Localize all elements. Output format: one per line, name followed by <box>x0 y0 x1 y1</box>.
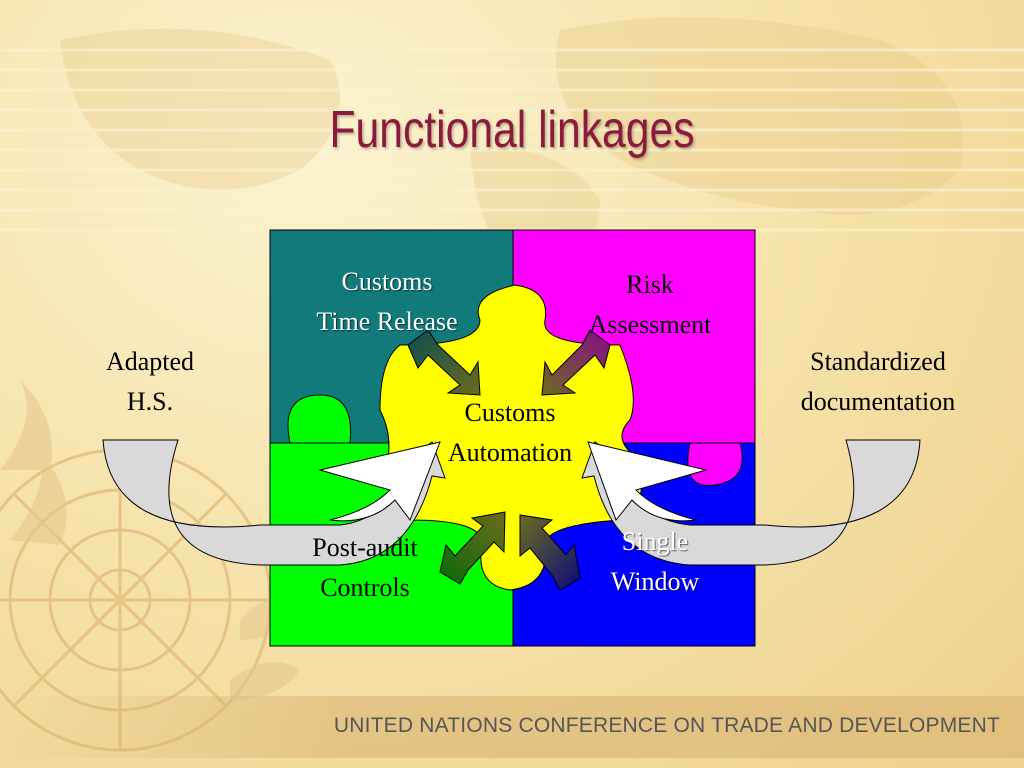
label-risk-assessment: Risk Assessment <box>560 265 740 345</box>
footer-unctad: UNITED NATIONS CONFERENCE ON TRADE AND D… <box>333 714 1000 737</box>
label-risk-assessment-text: Risk Assessment <box>588 270 712 339</box>
standardized-documentation-curved-arrow <box>581 439 921 566</box>
label-customs-automation-text: Customs Automation <box>447 398 573 467</box>
label-standardized-documentation: Standardized documentation <box>768 342 988 422</box>
adapted-hs-arrowhead <box>318 441 441 522</box>
arrow-risk-automation <box>541 329 611 396</box>
arrow-post-audit-automation <box>439 511 506 585</box>
label-customs-automation: Customs Automation <box>420 393 600 473</box>
label-adapted-hs: Adapted H.S. <box>70 342 230 422</box>
label-customs-time-release: Customs Time Release <box>282 262 492 342</box>
arrow-single-window-automation <box>519 514 581 591</box>
label-single-window-text: Single Window <box>610 527 700 596</box>
label-customs-time-release-text: Customs Time Release <box>316 267 458 336</box>
label-standardized-documentation-text: Standardized documentation <box>800 347 956 416</box>
label-adapted-hs-text: Adapted H.S. <box>105 347 195 416</box>
adapted-hs-curved-arrow <box>102 439 446 566</box>
footer-band <box>0 696 1024 758</box>
label-single-window: Single Window <box>570 522 740 602</box>
label-post-audit-controls: Post-audit Controls <box>280 528 450 608</box>
label-post-audit-controls-text: Post-audit Controls <box>312 533 418 602</box>
arrow-time-release-automation <box>407 329 481 396</box>
slide-title: Functional linkages <box>329 101 695 159</box>
green-puzzle-tab <box>287 394 352 444</box>
documentation-arrowhead <box>587 441 708 522</box>
